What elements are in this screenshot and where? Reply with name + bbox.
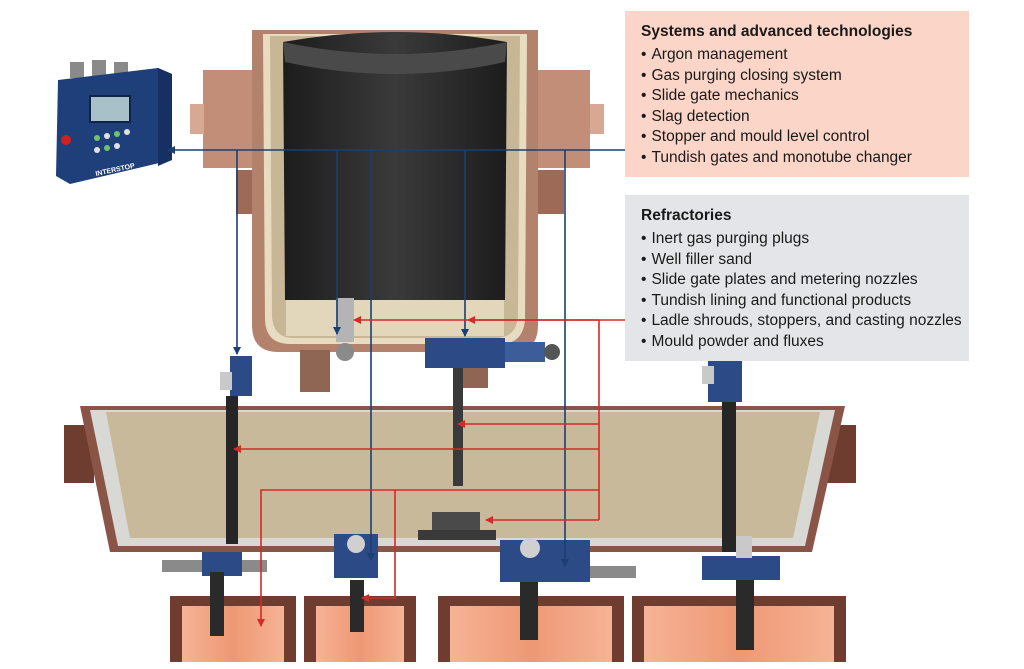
refr-arrow-mould-1 [257,489,599,627]
systems-item: Stopper and mould level control [641,127,955,148]
systems-item: Slag detection [641,107,955,128]
systems-item: Argon management [641,45,955,66]
moulds [170,572,846,662]
systems-item: Tundish gates and monotube changer [641,148,955,169]
refractories-item: Well filler sand [641,250,955,271]
ladle-inner-wall [283,32,507,300]
tundish-gates [162,534,780,582]
refractories-box-title: Refractories [641,207,732,224]
interstop-control-unit: INTERSTOP [56,60,172,184]
systems-item: Slide gate mechanics [641,86,955,107]
ladle-shroud [453,368,463,486]
refractories-item: Mould powder and fluxes [641,332,955,353]
ladle-purging-device [336,298,354,361]
refractories-arrows [233,316,625,627]
systems-item: Gas purging closing system [641,66,955,87]
ladle-trunnion-right [535,70,590,168]
stopper-right [702,356,742,552]
systems-box-title: Systems and advanced technologies [641,23,913,40]
refr-arrow-mould-2 [361,490,396,602]
mould-3 [438,596,624,662]
ladle [190,30,604,392]
refractories-list: Inert gas purging plugs Well filler sand… [641,229,961,353]
systems-technologies-box: Systems and advanced technologies Argon … [625,11,969,177]
control-unit-display [89,95,131,123]
refractories-item: Inert gas purging plugs [641,229,955,250]
mould-1 [170,596,296,662]
stopper-left [220,356,252,544]
refractories-item: Ladle shrouds, stoppers, and casting noz… [641,311,961,332]
refractories-item: Tundish lining and functional products [641,291,955,312]
refractories-item: Slide gate plates and metering nozzles [641,270,955,291]
systems-arrows [167,146,625,567]
systems-list: Argon management Gas purging closing sys… [641,45,955,168]
refractories-box: Refractories Inert gas purging plugs Wel… [625,195,969,361]
